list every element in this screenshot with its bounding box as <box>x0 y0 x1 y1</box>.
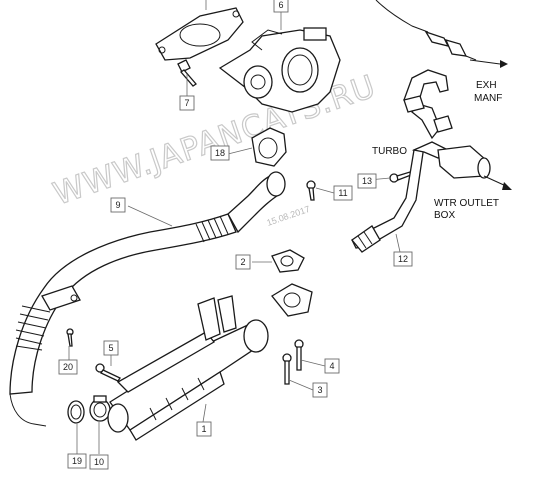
egr-pipe-9 <box>9 171 286 427</box>
callout-11-number: 11 <box>338 188 347 198</box>
wtr-outlet-label-line1: WTR OUTLET <box>434 198 499 209</box>
gasket-2 <box>271 249 305 273</box>
callout-2: 2 <box>235 254 251 270</box>
exh-manf-label-line2: MANF <box>474 93 502 104</box>
bolt-3 <box>282 353 292 385</box>
callout-12-number: 12 <box>398 254 408 264</box>
egr-valve <box>218 27 341 113</box>
callout-3-number: 3 <box>317 385 322 395</box>
callout-6-number: 6 <box>278 0 283 10</box>
exh-manf-arrow <box>469 59 508 68</box>
callout-7: 7 <box>179 95 195 111</box>
callout-9-number: 9 <box>115 200 120 210</box>
wtr-outlet-label-line2: BOX <box>434 210 455 221</box>
callout-11: 11 <box>333 185 353 201</box>
callout-1-number: 1 <box>201 424 206 434</box>
callout-6: 6 <box>273 0 289 13</box>
callout-4: 4 <box>324 358 340 374</box>
callout-10-number: 10 <box>94 457 104 467</box>
bolt-4 <box>294 339 304 371</box>
date-stamp: 15.08.2017 <box>265 204 311 228</box>
water-pipe-12 <box>351 141 450 253</box>
cooler-outlet-flange <box>271 283 313 317</box>
callout-20: 19 <box>67 453 87 469</box>
callout-13-number: 13 <box>362 176 372 186</box>
callout-13: 13 <box>357 173 377 189</box>
callout-20-number: 19 <box>72 456 82 466</box>
callout-2-number: 2 <box>240 257 245 267</box>
callout-10: 10 <box>89 454 109 470</box>
bolt-7 <box>177 59 197 87</box>
callout-3: 3 <box>312 382 328 398</box>
callout-7-number: 7 <box>184 98 189 108</box>
gasket-20 <box>67 400 85 424</box>
bolt-13 <box>389 171 412 183</box>
bolt-5 <box>95 363 121 382</box>
callout-1: 1 <box>196 421 212 437</box>
callout-18-number: 18 <box>215 148 225 158</box>
bolt-11 <box>306 180 316 201</box>
clamp-10 <box>89 395 111 422</box>
turbo-water-hose <box>403 69 491 179</box>
egr-cooler-1 <box>107 295 269 441</box>
callout-9: 9 <box>110 197 126 213</box>
callout-18: 18 <box>210 145 230 161</box>
leader-lines <box>68 0 401 454</box>
gasket-18 <box>251 127 287 167</box>
egr-valve-gasket-top <box>155 7 244 61</box>
callout-12: 12 <box>393 251 413 267</box>
throttle-cable <box>375 0 477 61</box>
exh-manf-label-line1: EXH <box>476 80 497 91</box>
callout-19-number: 20 <box>63 362 73 372</box>
callout-4-number: 4 <box>329 361 334 371</box>
wtr-outlet-arrow <box>483 175 512 190</box>
bolt-19 <box>66 328 74 347</box>
turbo-label: TURBO <box>372 146 407 157</box>
callout-19: 20 <box>58 359 78 375</box>
callout-5: 5 <box>103 340 119 356</box>
callout-5-number: 5 <box>108 343 113 353</box>
